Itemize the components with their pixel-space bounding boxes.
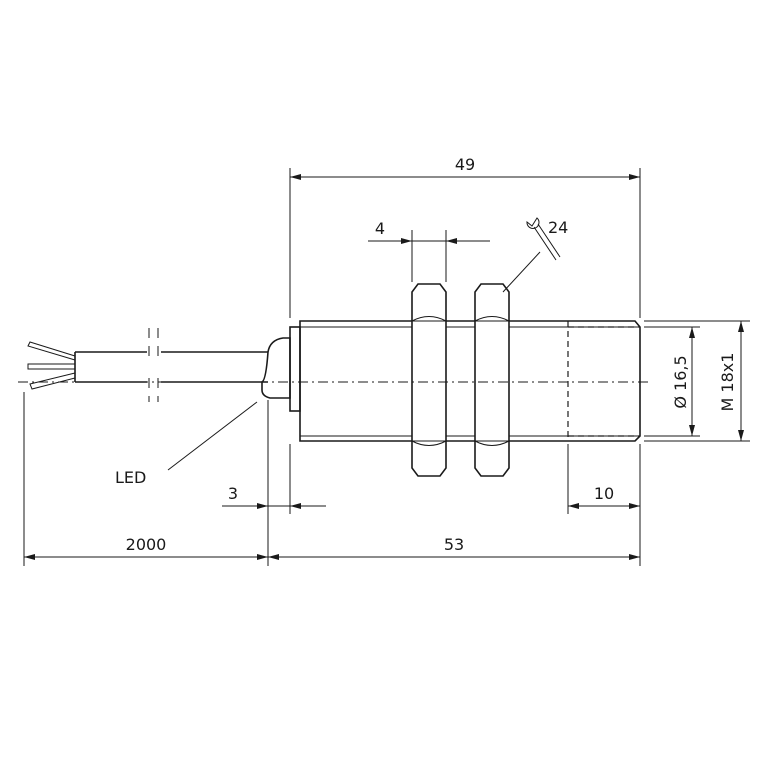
dimension-cable-length-label: 2000 xyxy=(126,535,167,554)
dimension-inner-diameter-label: Ø 16,5 xyxy=(671,355,690,408)
wrench-icon xyxy=(526,217,561,261)
dimension-thread-end: 10 xyxy=(568,484,640,509)
nut-left xyxy=(411,283,447,477)
dimension-nut-thickness: 4 xyxy=(368,219,490,244)
led-cap xyxy=(261,337,291,399)
dimension-thread: M 18x1 xyxy=(718,321,744,441)
dimension-nut-thickness-label: 4 xyxy=(375,219,385,238)
dimension-overall-body-label: 49 xyxy=(455,155,475,174)
sensor-body xyxy=(289,320,641,442)
dimension-led-offset: 3 xyxy=(222,484,326,509)
dimension-overall-length-label: 53 xyxy=(444,535,464,554)
dimension-inner-diameter: Ø 16,5 xyxy=(671,327,695,436)
led-label: LED xyxy=(115,468,146,487)
dimension-thread-end-label: 10 xyxy=(594,484,614,503)
dimension-overall-length: 53 xyxy=(268,535,640,560)
wire-leads xyxy=(27,341,76,390)
led-callout: LED xyxy=(115,401,258,487)
dimension-wrench-size-label: 24 xyxy=(548,218,568,237)
dimension-overall-body: 49 xyxy=(290,155,640,180)
dimension-thread-label: M 18x1 xyxy=(718,353,737,412)
dimension-led-offset-label: 3 xyxy=(228,484,238,503)
cable xyxy=(74,328,268,402)
extension-lines xyxy=(23,168,750,566)
nut-right xyxy=(474,283,510,477)
dimension-cable-length: 2000 xyxy=(24,535,268,560)
dimension-wrench-size: 24 xyxy=(502,217,568,293)
